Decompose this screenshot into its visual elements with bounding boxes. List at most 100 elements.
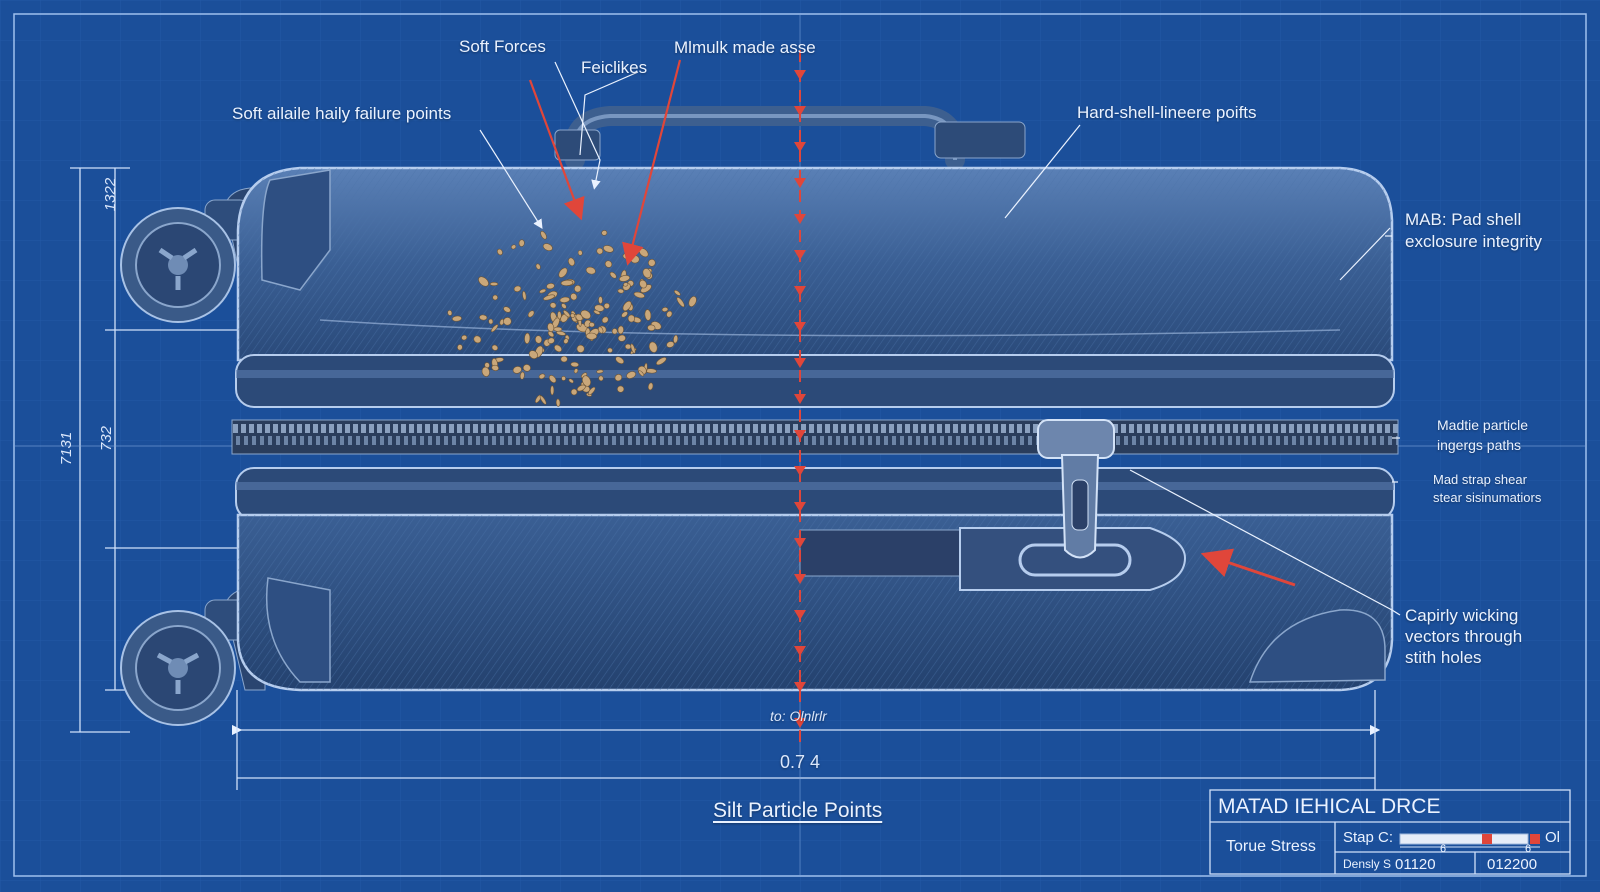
label-shear-1: Mad strap shear <box>1433 472 1527 487</box>
section-arrow <box>794 646 806 656</box>
silt-particle <box>547 337 555 344</box>
silt-particle <box>596 369 604 374</box>
section-arrow <box>794 466 806 476</box>
silt-particle <box>568 257 575 267</box>
silt-particle <box>585 332 598 340</box>
section-arrow <box>794 430 806 440</box>
silt-particle <box>546 283 555 290</box>
silt-particle <box>615 356 625 364</box>
silt-particle <box>568 378 574 384</box>
label-wicking-1: Capirly wicking <box>1405 606 1519 625</box>
dimension-left-inner: 732 <box>98 425 116 452</box>
silt-particle <box>644 309 652 321</box>
silt-particle <box>479 314 488 321</box>
silt-particle <box>688 296 697 307</box>
silt-particle-cluster <box>447 230 697 407</box>
silt-particle <box>673 334 679 344</box>
silt-particle <box>585 266 596 275</box>
silt-particle <box>503 306 511 313</box>
silt-particle <box>492 294 499 301</box>
silt-particle <box>561 376 566 381</box>
label-shell-integrity-1: MAB: Pad shell <box>1405 210 1522 229</box>
suitcase-zipper-band <box>231 354 1399 521</box>
silt-particle <box>639 279 647 289</box>
silt-particle <box>630 343 636 354</box>
silt-particle <box>557 311 562 320</box>
silt-particle <box>598 296 603 304</box>
title-block-end-value: Ol <box>1545 829 1560 846</box>
suitcase-upper-shell <box>236 166 1394 362</box>
suitcase-lower-shell <box>236 513 1394 692</box>
section-arrow <box>794 250 806 260</box>
silt-particle <box>539 395 547 405</box>
silt-particle <box>560 279 574 286</box>
silt-particle <box>538 373 546 380</box>
dimension-left-top: 1322 <box>102 177 120 212</box>
section-line-arrows <box>794 70 806 728</box>
silt-particle <box>575 313 583 322</box>
section-arrow <box>794 214 806 224</box>
section-arrow <box>794 70 806 80</box>
silt-particle <box>489 281 499 286</box>
silt-particle <box>570 388 578 396</box>
silt-particle <box>497 248 503 256</box>
silt-particle <box>570 293 578 301</box>
silt-particle <box>570 313 575 318</box>
dimension-left-outer: 7131 <box>58 431 76 466</box>
silt-particle <box>549 302 557 309</box>
silt-particle <box>478 276 489 287</box>
label-feiclikes: Feiclikes <box>581 58 648 77</box>
zipper-pull-icon <box>1037 419 1115 559</box>
silt-particle <box>563 338 569 344</box>
silt-particle <box>604 260 613 268</box>
silt-particle <box>582 375 591 387</box>
silt-particle <box>655 357 667 366</box>
silt-particle <box>548 375 557 383</box>
callout-leaders <box>479 61 1401 616</box>
section-arrow <box>794 718 806 728</box>
silt-particle <box>488 318 494 325</box>
silt-particle <box>603 302 610 309</box>
silt-particle <box>624 343 632 350</box>
silt-particle <box>554 344 562 353</box>
silt-particle <box>623 282 629 287</box>
silt-particle <box>621 311 628 318</box>
silt-particle <box>609 271 617 279</box>
silt-particle <box>522 290 527 301</box>
silt-particle <box>588 322 595 328</box>
section-arrow <box>794 610 806 620</box>
silt-particle <box>534 335 543 344</box>
silt-particle <box>556 330 566 336</box>
title-block-density-label: Densly S <box>1343 857 1392 871</box>
label-failure-points: Soft ailaile haily failure points <box>232 104 452 123</box>
silt-particle <box>491 344 499 351</box>
label-shear-2: stear sisinumatiors <box>1433 490 1542 505</box>
silt-particle <box>512 366 522 374</box>
silt-particle <box>547 330 555 338</box>
section-arrow <box>794 178 806 188</box>
title-block-bars <box>1399 833 1540 848</box>
section-arrow <box>794 322 806 332</box>
silt-particle <box>518 239 525 247</box>
silt-particle <box>596 247 604 255</box>
diagram-title: Silt Particle Points <box>713 799 883 822</box>
silt-particle <box>666 341 675 348</box>
title-block-tick-b: 6 <box>1525 843 1532 855</box>
section-arrow <box>794 142 806 152</box>
section-arrow <box>794 286 806 296</box>
silt-particle <box>647 258 656 267</box>
silt-particle <box>647 382 654 391</box>
label-soft-forces: Soft Forces <box>459 37 546 56</box>
silt-particle <box>627 314 636 323</box>
silt-particle <box>617 325 624 335</box>
silt-particle <box>617 288 625 294</box>
silt-particle <box>473 335 482 344</box>
silt-particle <box>528 350 538 359</box>
silt-particle <box>561 303 567 309</box>
section-arrow <box>794 358 806 368</box>
silt-particle <box>513 285 522 292</box>
label-wicking-3: stith holes <box>1405 648 1482 667</box>
title-block <box>1209 789 1571 875</box>
